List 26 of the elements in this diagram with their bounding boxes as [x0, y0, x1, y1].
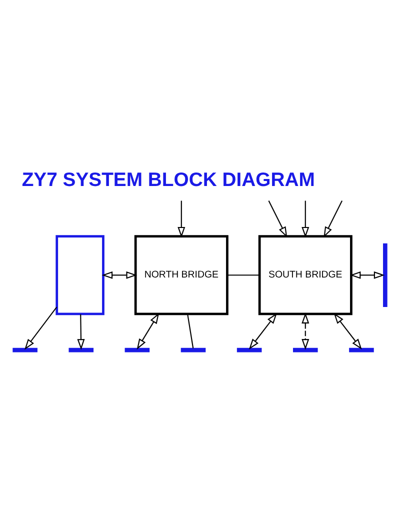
node-box: NORTH BRIDGE: [134, 234, 228, 315]
arrow: [268, 200, 288, 238]
node-bar: [68, 347, 94, 352]
arrow: [334, 312, 362, 350]
arrow: [350, 270, 385, 278]
node-bar: [124, 347, 150, 352]
node-bar: [349, 347, 374, 352]
arrow: [248, 312, 278, 350]
arrow: [302, 200, 310, 238]
node-bar: [236, 347, 262, 352]
arrow: [302, 312, 310, 350]
node-bar: [293, 347, 318, 352]
diagram-title: ZY7 SYSTEM BLOCK DIAGRAM: [22, 168, 315, 191]
node-box: [56, 234, 104, 315]
arrow: [136, 312, 160, 350]
node-box: SOUTH BRIDGE: [258, 234, 352, 315]
arrow: [324, 200, 343, 238]
arrow: [178, 200, 186, 238]
arrow: [102, 270, 138, 278]
node-bar: [383, 242, 388, 306]
node-bar: [180, 347, 206, 352]
arrow: [77, 314, 85, 350]
connector: [187, 314, 194, 348]
node-bar: [12, 347, 38, 352]
arrow: [24, 306, 58, 350]
connector: [227, 274, 260, 276]
